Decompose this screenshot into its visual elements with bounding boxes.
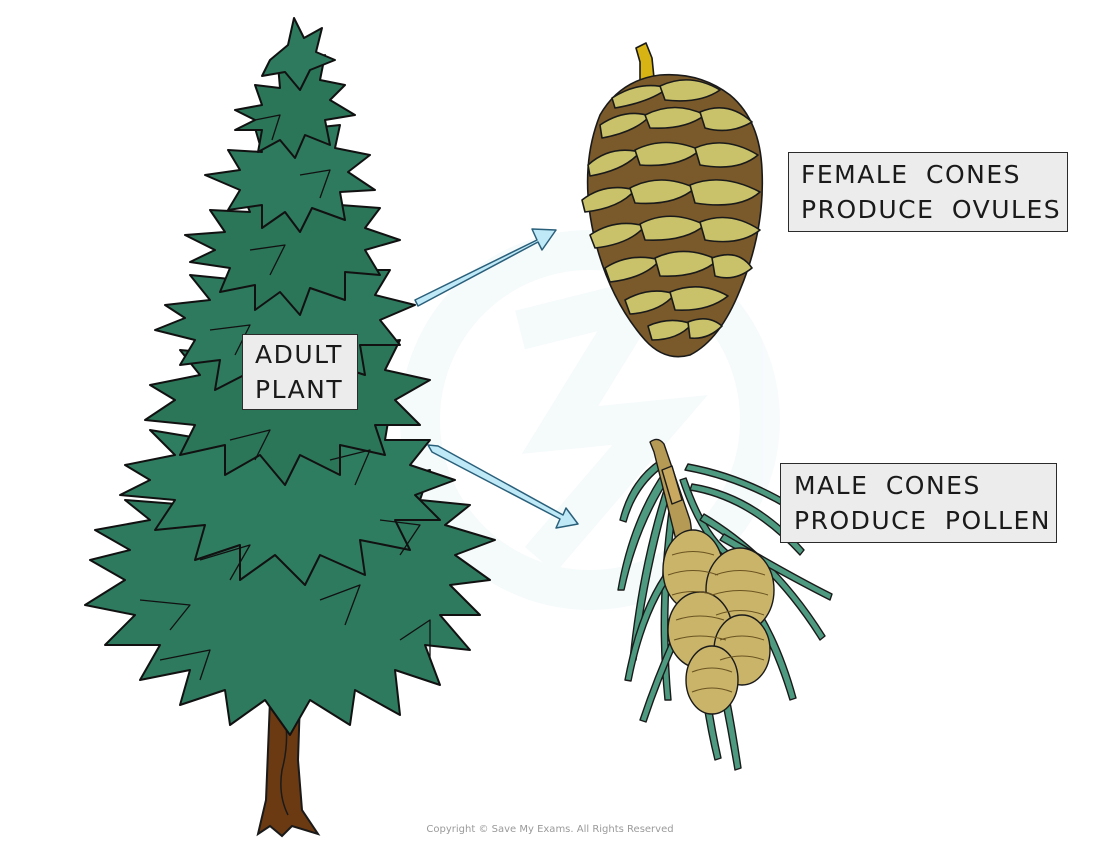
female-cones-label-line1: FEMALE CONES [801,160,1022,189]
copyright-notice: Copyright © Save My Exams. All Rights Re… [426,824,674,835]
arrow-to-male-cone [427,444,579,529]
adult-plant-label-line2: PLANT [255,375,344,404]
male-cones-label-line1: MALE CONES [794,471,981,500]
female-cone [581,42,764,358]
female-cones-label-line2: PRODUCE OVULES [801,195,1062,224]
arrow-to-female-cone [414,228,557,307]
adult-plant-label-line1: ADULT [255,340,343,369]
male-cones-label-line2: PRODUCE POLLEN [794,506,1051,535]
watermark [400,230,780,610]
male-cones-label: MALE CONES PRODUCE POLLEN [780,463,1057,543]
male-cone-branch [617,438,833,771]
female-cones-label: FEMALE CONES PRODUCE OVULES [788,152,1068,232]
adult-plant-label: ADULT PLANT [242,334,358,410]
